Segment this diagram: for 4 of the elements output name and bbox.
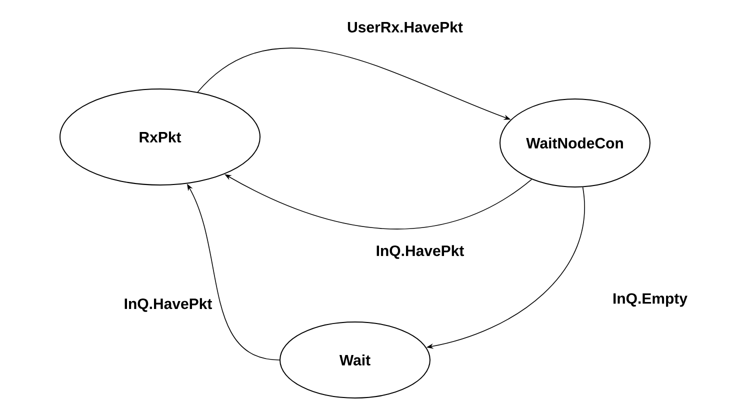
edge-label: InQ.HavePkt — [122, 297, 214, 313]
edge-label: InQ.Empty — [612, 292, 688, 308]
edge-label: UserRx.HavePkt — [346, 20, 464, 34]
edge-label: InQ.HavePkt — [374, 244, 466, 260]
